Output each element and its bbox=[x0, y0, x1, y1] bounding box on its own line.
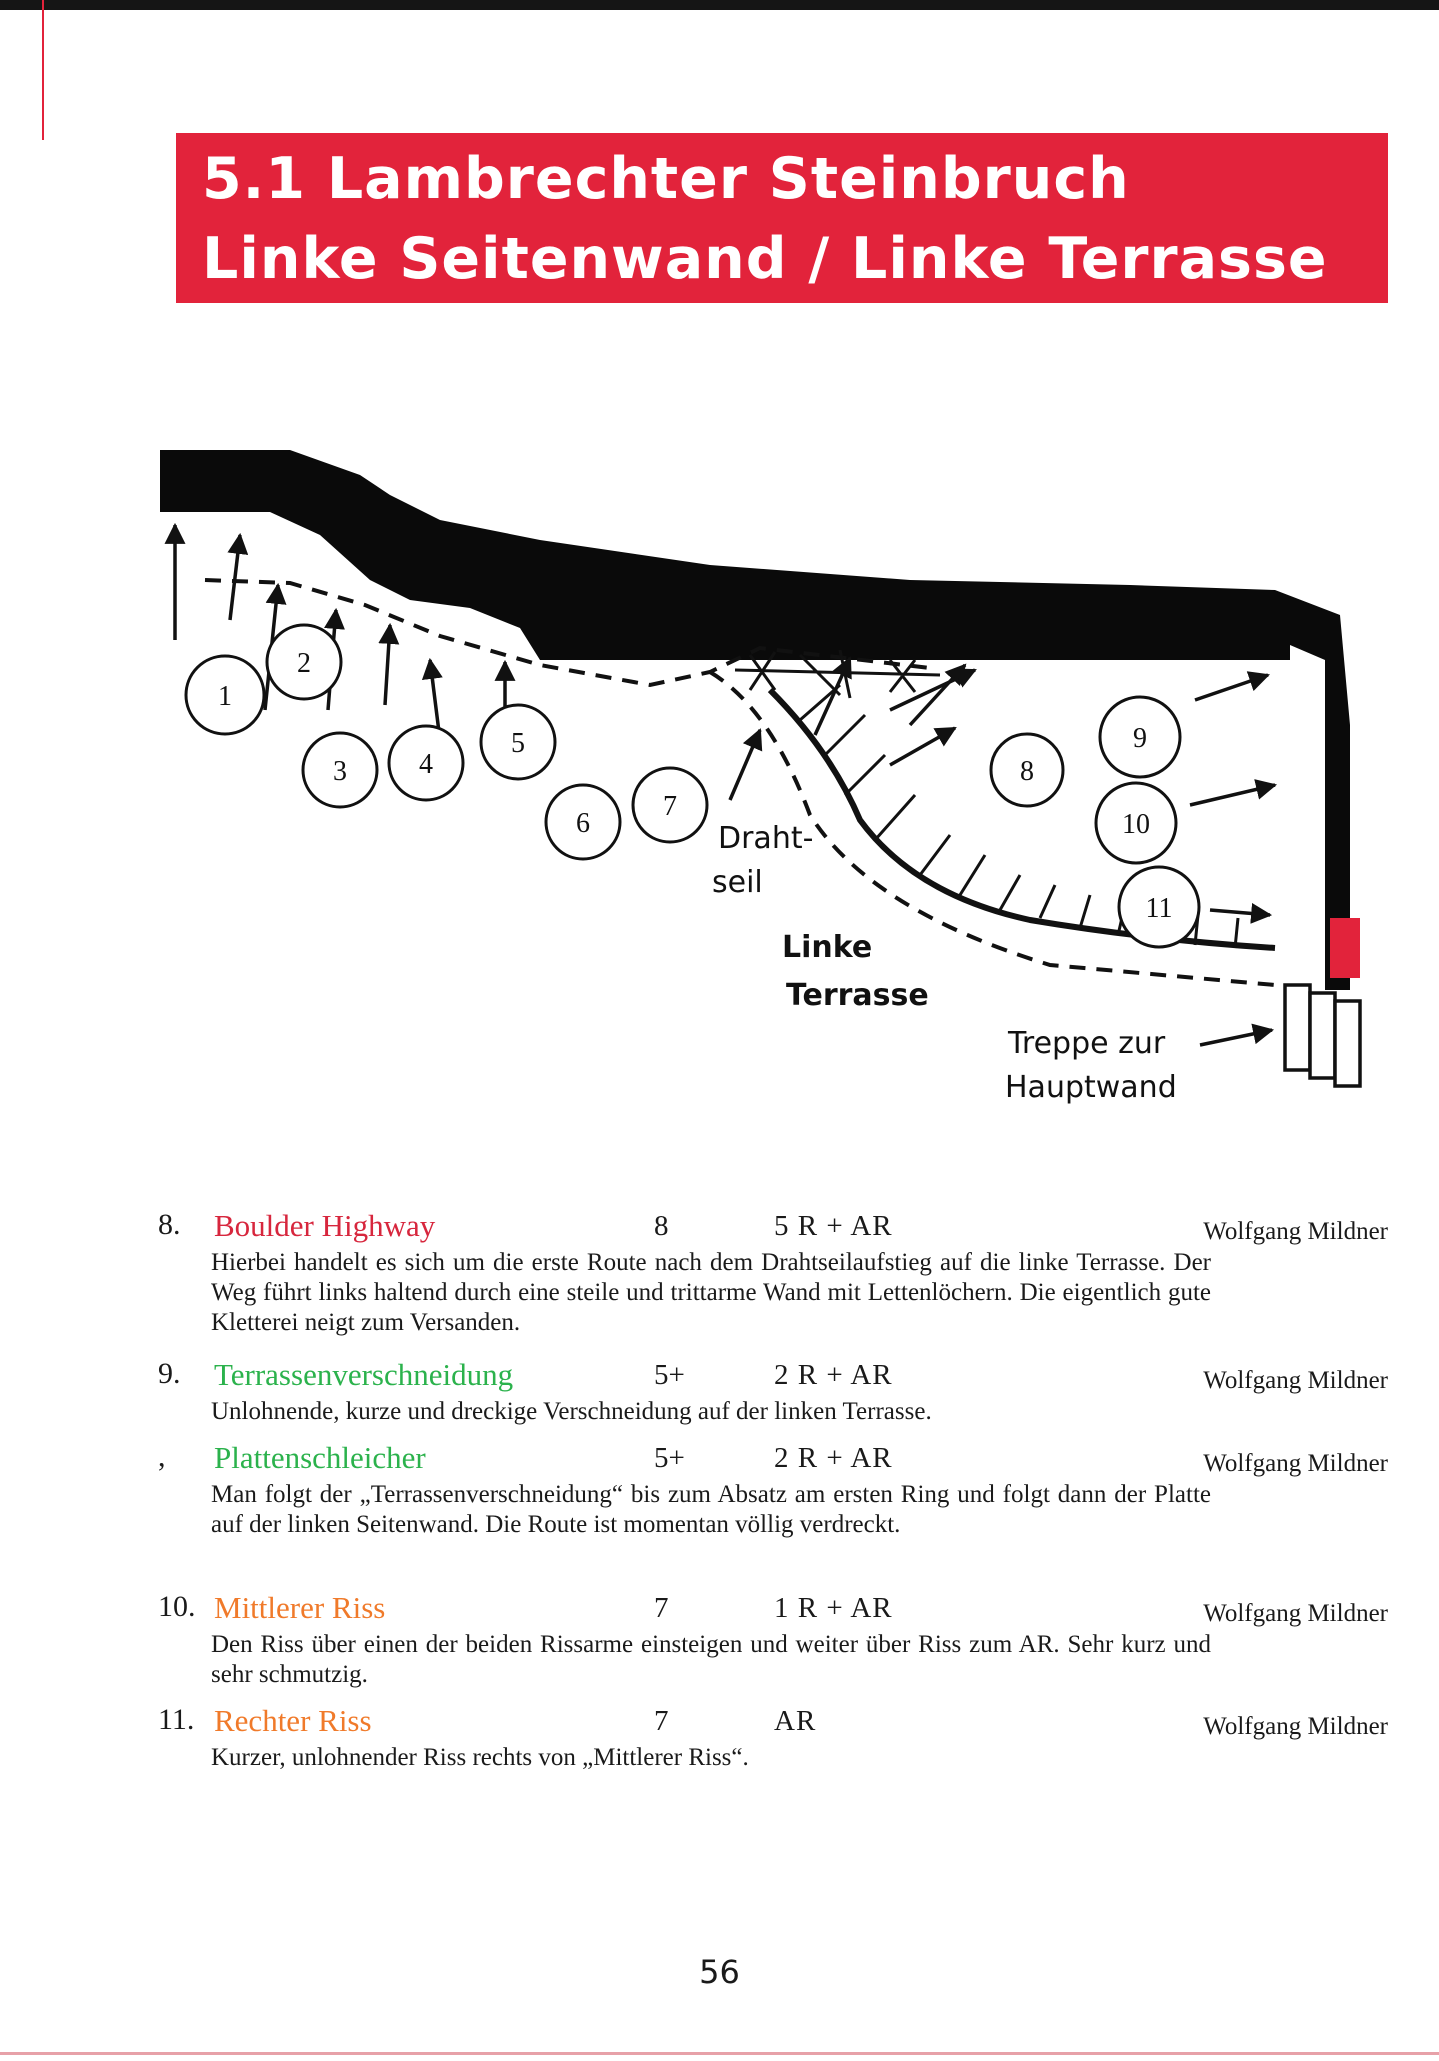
route-arrow-5 bbox=[378, 622, 400, 706]
route-author: Wolfgang Mildner bbox=[1203, 1713, 1388, 1740]
route-marker-label-8: 8 bbox=[1020, 756, 1034, 787]
route-arrow-2 bbox=[227, 532, 249, 621]
route-marker-7 bbox=[631, 766, 709, 844]
route-protection: AR bbox=[774, 1705, 817, 1737]
route-name: Mittlerer Riss bbox=[214, 1590, 386, 1625]
route-number: 8. bbox=[158, 1208, 181, 1241]
route-arrow-9b bbox=[889, 668, 977, 712]
route-entry-11: 11. Rechter Riss 7 AR Wolfgang Mildner K… bbox=[158, 1703, 1388, 1773]
stairs-arrow bbox=[1199, 1023, 1275, 1047]
red-marker bbox=[1330, 918, 1360, 978]
route-marker-label-11: 11 bbox=[1146, 893, 1173, 924]
route-grade: 8 bbox=[654, 1210, 669, 1242]
route-author: Wolfgang Mildner bbox=[1203, 1367, 1388, 1394]
route-marker-11 bbox=[1117, 865, 1201, 949]
route-name: Boulder Highway bbox=[214, 1208, 436, 1243]
route-name: Rechter Riss bbox=[214, 1703, 372, 1738]
scan-top-edge bbox=[0, 0, 1439, 10]
route-number: , bbox=[158, 1440, 166, 1473]
route-arrow-10-right bbox=[1189, 779, 1278, 807]
route-description: Hierbei handelt es sich um die erste Rou… bbox=[211, 1249, 1211, 1336]
wire-label-line-1: Draht- bbox=[718, 821, 813, 856]
route-marker-label-4: 4 bbox=[419, 749, 433, 780]
route-entry-plattenschleicher: , Plattenschleicher 5+ 2 R + AR Wolfgang… bbox=[158, 1440, 1388, 1540]
route-grade: 5+ bbox=[654, 1359, 685, 1391]
wire-label-line-2: seil bbox=[712, 865, 763, 900]
chapter-title-banner: 5.1 Lambrechter Steinbruch Linke Seitenw… bbox=[176, 133, 1388, 303]
route-marker-10 bbox=[1094, 781, 1178, 865]
terrace-label-line-2: Terrasse bbox=[786, 978, 929, 1013]
route-entry-10: 10. Mittlerer Riss 7 1 R + AR Wolfgang M… bbox=[158, 1590, 1388, 1690]
route-number: 11. bbox=[158, 1703, 195, 1736]
route-arrow-9-right bbox=[1194, 671, 1270, 702]
route-marker-label-5: 5 bbox=[511, 728, 525, 759]
stairs-step-2 bbox=[1308, 991, 1337, 1080]
route-protection: 1 R + AR bbox=[774, 1592, 893, 1624]
route-marker-6 bbox=[544, 783, 622, 861]
terrace-label-line-1: Linke bbox=[782, 930, 872, 965]
route-number: 9. bbox=[158, 1357, 181, 1390]
route-description: Kurzer, unlohnender Riss rechts von „Mit… bbox=[211, 1744, 749, 1771]
route-marker-label-3: 3 bbox=[333, 756, 347, 787]
margin-line bbox=[42, 0, 44, 140]
route-description: Den Riss über einen der beiden Rissarme … bbox=[211, 1631, 1211, 1688]
route-marker-label-9: 9 bbox=[1133, 723, 1147, 754]
route-author: Wolfgang Mildner bbox=[1203, 1218, 1388, 1245]
route-marker-label-6: 6 bbox=[576, 808, 590, 839]
route-marker-2 bbox=[265, 623, 343, 701]
route-marker-8 bbox=[989, 732, 1065, 808]
route-number: 10. bbox=[158, 1590, 196, 1623]
route-grade: 7 bbox=[654, 1592, 669, 1624]
route-arrow-11 bbox=[728, 728, 763, 801]
route-marker-9 bbox=[1098, 695, 1182, 779]
path-line-lower bbox=[708, 670, 1276, 987]
route-marker-label-10: 10 bbox=[1122, 809, 1150, 840]
stairs-step-3 bbox=[1333, 999, 1362, 1088]
route-marker-4 bbox=[387, 724, 465, 802]
chapter-title-line-2: Linke Seitenwand / Linke Terrasse bbox=[202, 226, 1328, 292]
route-name: Terrassenverschneidung bbox=[214, 1357, 514, 1392]
topo-diagram: 1 2 3 4 5 6 7 8 9 10 11 Draht- seil Link… bbox=[160, 450, 1362, 1105]
route-author: Wolfgang Mildner bbox=[1203, 1450, 1388, 1477]
route-arrow-11-right bbox=[1209, 902, 1273, 924]
route-arrow-8 bbox=[813, 656, 852, 736]
route-name: Plattenschleicher bbox=[214, 1440, 426, 1475]
stairs-label-line-2: Hauptwand bbox=[1005, 1070, 1177, 1105]
route-grade: 5+ bbox=[654, 1442, 685, 1474]
stairs-label-line-1: Treppe zur bbox=[1007, 1026, 1166, 1061]
path-line-upper bbox=[204, 578, 931, 688]
route-marker-label-7: 7 bbox=[663, 791, 677, 822]
route-marker-label-1: 1 bbox=[218, 681, 232, 712]
chapter-title-line-1: 5.1 Lambrechter Steinbruch bbox=[202, 146, 1130, 212]
route-entry-9: 9. Terrassenverschneidung 5+ 2 R + AR Wo… bbox=[158, 1357, 1388, 1427]
stairs-step-1 bbox=[1283, 983, 1312, 1072]
page-number: 56 bbox=[699, 1953, 740, 1991]
route-protection: 2 R + AR bbox=[774, 1359, 893, 1391]
route-protection: 5 R + AR bbox=[774, 1210, 893, 1242]
route-grade: 7 bbox=[654, 1705, 669, 1737]
route-marker-5 bbox=[479, 703, 557, 781]
route-arrow-10 bbox=[889, 726, 957, 767]
route-marker-label-2: 2 bbox=[297, 648, 311, 679]
scan-bottom-edge bbox=[0, 2052, 1439, 2055]
route-entry-8: 8. Boulder Highway 8 5 R + AR Wolfgang M… bbox=[158, 1208, 1388, 1338]
rock-wall bbox=[160, 450, 1350, 990]
route-description: Man folgt der „Terrassenverschneidung“ b… bbox=[211, 1481, 1211, 1538]
route-marker-1 bbox=[184, 654, 266, 736]
route-author: Wolfgang Mildner bbox=[1203, 1600, 1388, 1627]
route-protection: 2 R + AR bbox=[774, 1442, 893, 1474]
route-description: Unlohnende, kurze und dreckige Verschnei… bbox=[211, 1398, 932, 1425]
route-marker-3 bbox=[301, 731, 379, 809]
